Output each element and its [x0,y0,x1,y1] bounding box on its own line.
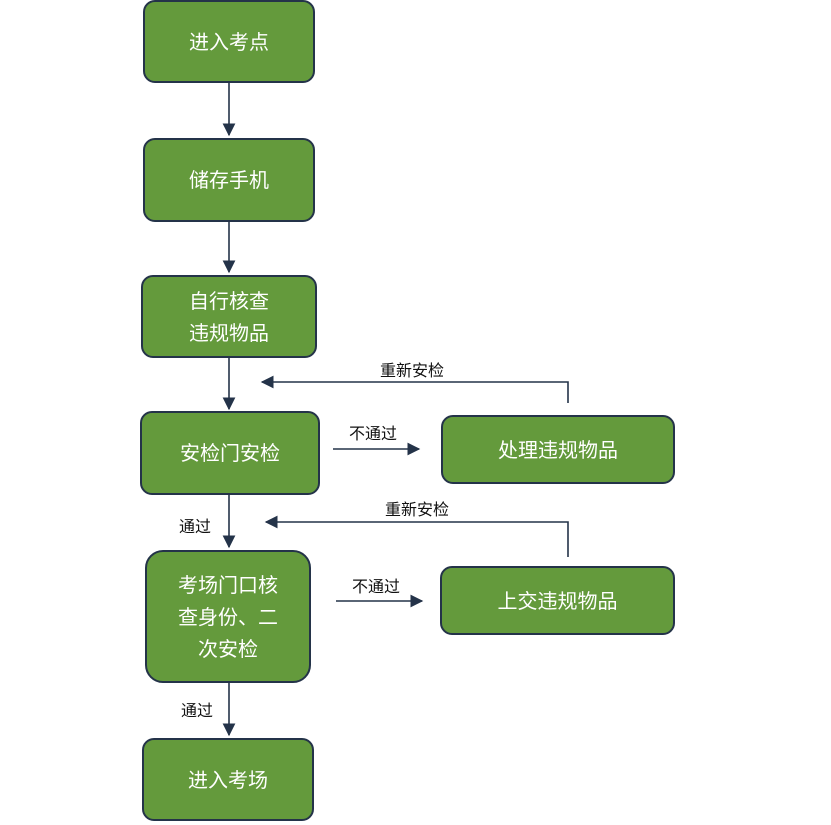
node-enter-hall: 进入考场 [142,738,314,821]
node-enter-hall-label: 进入考场 [188,767,268,792]
edge-label-recheck-2: 重新安检 [385,500,450,519]
edge-label-fail-2: 不通过 [352,577,401,596]
node-security-gate: 安检门安检 [140,411,320,495]
node-store-phone: 储存手机 [143,138,315,222]
node-submit-violation-label: 上交违规物品 [497,588,618,613]
edge-label-recheck-1: 重新安检 [380,361,445,380]
edge-label-pass-1: 通过 [179,517,212,536]
edge-label-pass-2: 通过 [181,701,214,720]
node-handle-violation-label: 处理违规物品 [498,437,618,462]
node-store-phone-label: 储存手机 [189,168,269,192]
node-enter-site: 进入考点 [143,0,315,83]
node-self-check: 自行核查 违规物品 [141,275,317,358]
arrow-recheck-2 [264,515,569,557]
node-enter-site-label: 进入考点 [189,29,269,54]
node-hall-check-line1: 考场门口核 [178,572,278,597]
node-security-gate-label: 安检门安检 [180,441,280,465]
arrow-recheck-1 [260,375,569,403]
node-handle-violation: 处理违规物品 [441,415,675,484]
edge-label-fail-1: 不通过 [349,424,398,443]
node-submit-violation: 上交违规物品 [440,566,675,635]
node-self-check-line2: 违规物品 [189,320,269,345]
node-hall-check-line3: 次安检 [198,636,258,661]
node-hall-check: 考场门口核 查身份、二 次安检 [145,550,311,683]
node-self-check-line1: 自行核查 [189,288,269,313]
node-hall-check-line2: 查身份、二 [178,604,278,629]
